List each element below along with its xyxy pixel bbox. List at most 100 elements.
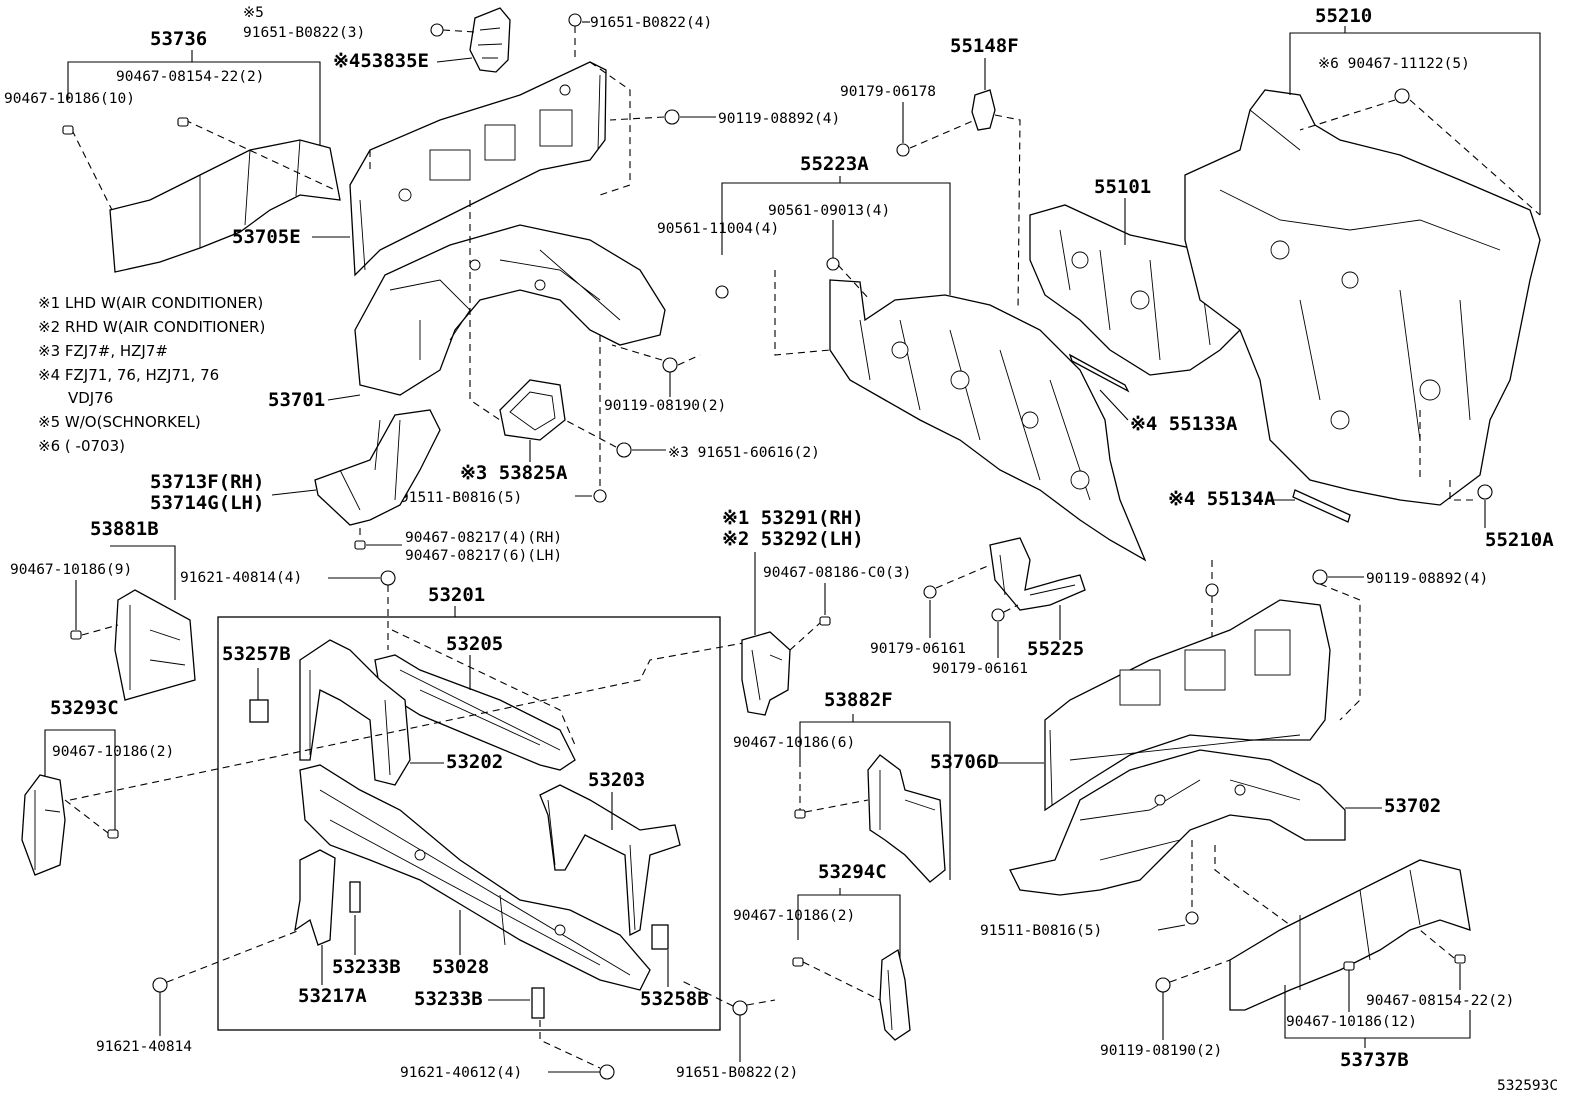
label-90179-06161-a: 90179-06161 <box>870 641 966 657</box>
label-53736: 53736 <box>150 28 207 50</box>
label-91651-b0822-2: 91651-B0822(2) <box>676 1065 798 1081</box>
label-53702: 53702 <box>1384 795 1441 817</box>
label-91511-b0816-5-a: 91511-B0816(5) <box>400 490 522 506</box>
note-2: ※2 RHD W(AIR CONDITIONER) <box>38 318 265 336</box>
part-53706d-shape <box>1044 599 1331 812</box>
part-53258b-shape <box>651 924 669 950</box>
label-90467-10186-2-a: 90467-10186(2) <box>52 744 174 760</box>
clip-90467-10186-12 <box>1343 961 1355 971</box>
part-53705e-shape <box>349 61 607 277</box>
part-55223a-shape <box>829 279 1147 562</box>
label-55223a: 55223A <box>800 153 869 175</box>
bolt-90119-08892-b <box>1312 569 1328 585</box>
bolt-91621-40814-a <box>380 570 396 586</box>
note-4: ※4 FZJ71, 76, HZJ71, 76 <box>38 366 219 384</box>
clip-90467-10186-2-b <box>792 957 804 967</box>
label-53257b: 53257B <box>222 643 291 665</box>
label-90467-10186-6: 90467-10186(6) <box>733 735 855 751</box>
reference-code: 532593C <box>1497 1078 1558 1094</box>
part-55101-shape <box>1029 204 1261 376</box>
bolt-91651-b0822-3 <box>430 23 444 37</box>
part-55225-shape <box>989 537 1086 611</box>
label-91621-40814-4: 91621-40814(4) <box>180 570 302 586</box>
part-55210-shape <box>1184 89 1541 506</box>
label-55101: 55101 <box>1094 176 1151 198</box>
label-90467-08186: 90467-08186-C0(3) <box>763 565 911 581</box>
label-53294c: 53294C <box>818 861 887 883</box>
label-53233b-b: 53233B <box>414 988 483 1010</box>
clip-90467-08154-a <box>177 117 189 127</box>
label-90179-06178: 90179-06178 <box>840 84 936 100</box>
bolt-55210a <box>1477 484 1493 500</box>
part-53203-shape <box>539 784 681 937</box>
part-53028-shape <box>299 764 651 991</box>
label-90561-09013: 90561-09013(4) <box>768 203 890 219</box>
clip-90467-08186 <box>819 616 831 626</box>
bolt-90119-08190-a <box>662 357 678 373</box>
label-91651-60616: ※3 91651-60616(2) <box>668 445 820 461</box>
label-53203: 53203 <box>588 769 645 791</box>
label-53217a: 53217A <box>298 985 367 1007</box>
clip-90467-08154-b <box>1454 954 1466 964</box>
clip-90467-10186-6 <box>794 809 806 819</box>
bracket-53736 <box>67 50 321 145</box>
part-53825a-shape <box>499 379 566 441</box>
clip-90467-08217 <box>354 540 366 550</box>
label-55210: 55210 <box>1315 5 1372 27</box>
label-90467-08154-22-2-a: 90467-08154-22(2) <box>116 69 264 85</box>
nut-90561-11004 <box>715 285 729 299</box>
bolt-top-53706d <box>1205 583 1219 597</box>
bolt-91651-b0822-2 <box>732 1000 748 1016</box>
label-90561-11004: 90561-11004(4) <box>657 221 779 237</box>
label-90467-08154-22-2-b: 90467-08154-22(2) <box>1366 993 1514 1009</box>
part-55148f-shape <box>971 89 996 131</box>
label-90467-10186-2-b: 90467-10186(2) <box>733 908 855 924</box>
label-91651-b0822-3: 91651-B0822(3) <box>243 25 365 41</box>
nut-90179-06178 <box>896 143 910 157</box>
clip-90467-10186-9 <box>70 630 82 640</box>
label-55210a: 55210A <box>1485 529 1554 551</box>
label-90119-08892-4-b: 90119-08892(4) <box>1366 571 1488 587</box>
bolt-91621-40612 <box>599 1064 615 1080</box>
note-3: ※3 FZJ7#, HZJ7# <box>38 342 168 360</box>
label-53291: ※1 53291(RH) <box>722 507 864 529</box>
label-90467-10186-9: 90467-10186(9) <box>10 562 132 578</box>
note-1: ※1 LHD W(AIR CONDITIONER) <box>38 294 263 312</box>
label-55133a: ※4 55133A <box>1130 413 1238 435</box>
part-53217a-shape <box>294 849 336 946</box>
part-53882f-shape <box>867 754 946 883</box>
label-53201: 53201 <box>428 584 485 606</box>
label-91621-40612: 91621-40612(4) <box>400 1065 522 1081</box>
label-53714g: 53714G(LH) <box>150 492 264 514</box>
part-53291-shape <box>741 631 791 716</box>
label-53701: 53701 <box>268 389 325 411</box>
part-55134a-shape <box>1292 489 1351 523</box>
part-53233b-a-shape <box>349 881 361 913</box>
label-53705e: 53705E <box>232 226 301 248</box>
label-90467-08217-6: 90467-08217(6)(LH) <box>405 548 562 564</box>
nut-90179-06161-b <box>991 608 1005 622</box>
part-53233b-b-shape <box>531 987 545 1019</box>
part-53702-shape <box>1009 749 1346 896</box>
label-90467-08217-4: 90467-08217(4)(RH) <box>405 530 562 546</box>
label-53835e: ※453835E <box>333 50 429 72</box>
label-91511-b0816-5-b: 91511-B0816(5) <box>980 923 1102 939</box>
label-53825a: ※3 53825A <box>460 462 568 484</box>
part-53835e-shape <box>469 7 511 73</box>
label-90179-06161-b: 90179-06161 <box>932 661 1028 677</box>
label-55225: 55225 <box>1027 638 1084 660</box>
part-53202-shape <box>299 639 411 786</box>
label-90467-10186-12: 90467-10186(12) <box>1286 1014 1417 1030</box>
label-53881b: 53881B <box>90 518 159 540</box>
label-90119-08190-2-a: 90119-08190(2) <box>604 398 726 414</box>
part-53701-shape <box>354 224 666 396</box>
note-5: ※5 W/O(SCHNORKEL) <box>38 413 201 431</box>
group-box-53201 <box>217 616 721 1031</box>
label-53293c: 53293C <box>50 697 119 719</box>
part-53205-shape <box>374 654 576 771</box>
part-53713f-shape <box>314 409 441 526</box>
label-53706d: 53706D <box>930 751 999 773</box>
label-55148f: 55148F <box>950 35 1019 57</box>
part-53736-shape <box>109 139 341 273</box>
